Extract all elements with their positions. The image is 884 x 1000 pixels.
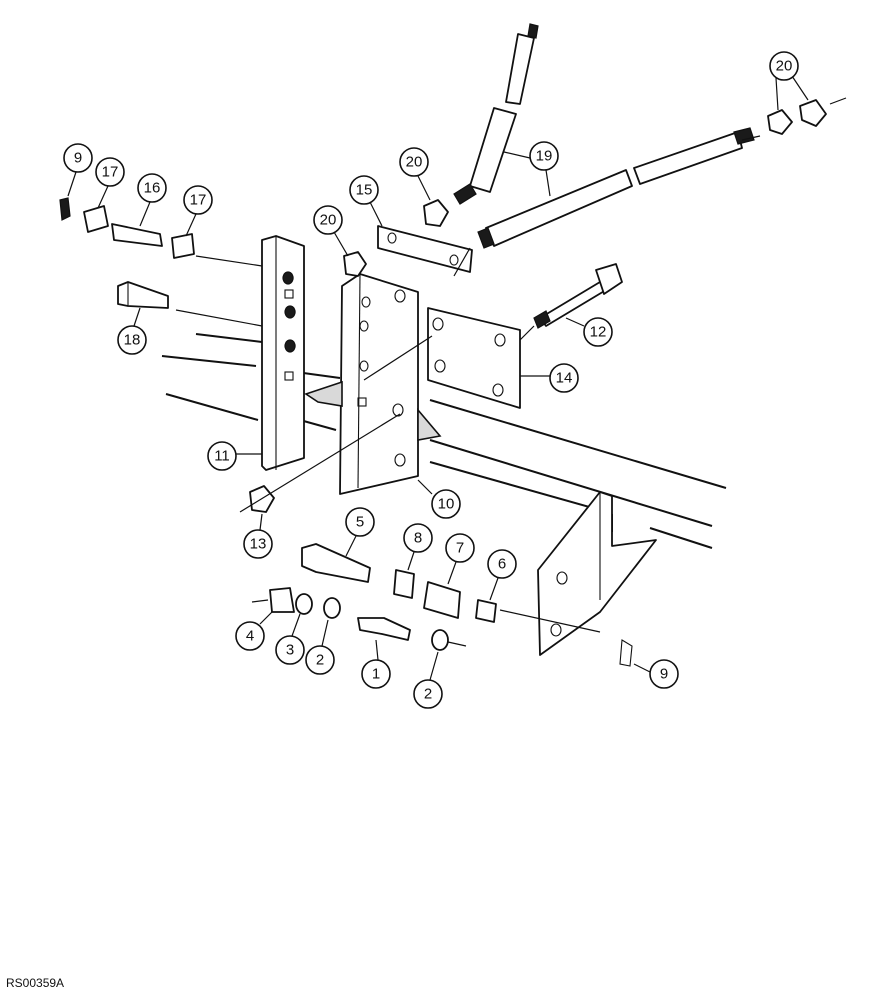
svg-text:19: 19 <box>536 148 553 165</box>
part-16-17-pin-assembly <box>59 197 195 259</box>
part-8-bushing <box>393 569 415 599</box>
callout-15: 15 <box>349 175 383 227</box>
svg-text:4: 4 <box>246 628 254 645</box>
lower-assembly <box>269 543 497 651</box>
part-19-turnbuckle <box>453 23 755 249</box>
callout-10: 10 <box>417 479 461 519</box>
callout-19: 19 <box>503 141 559 197</box>
svg-text:2: 2 <box>424 686 432 703</box>
svg-text:10: 10 <box>438 496 455 513</box>
svg-text:1: 1 <box>372 666 380 683</box>
frame-beam <box>161 333 727 656</box>
clip-pins <box>619 639 633 667</box>
callout-14: 14 <box>520 363 579 393</box>
callout-6: 6 <box>487 549 517 601</box>
svg-text:17: 17 <box>102 164 119 181</box>
svg-text:13: 13 <box>250 536 267 553</box>
part-6-bushing <box>475 599 497 623</box>
part-20-nut-b <box>343 251 367 277</box>
part-7-bushing <box>423 581 461 619</box>
svg-text:6: 6 <box>498 556 506 573</box>
svg-text:8: 8 <box>414 530 422 547</box>
svg-text:20: 20 <box>320 212 337 229</box>
svg-text:12: 12 <box>590 324 607 341</box>
callout-9a: 9 <box>63 143 93 197</box>
callout-18: 18 <box>117 307 147 355</box>
callout-8: 8 <box>403 523 433 571</box>
callout-2a: 2 <box>305 619 335 675</box>
callout-2b: 2 <box>413 651 443 709</box>
svg-text:2: 2 <box>316 652 324 669</box>
svg-text:14: 14 <box>556 370 573 387</box>
svg-text:9: 9 <box>74 150 82 167</box>
callout-1: 1 <box>361 639 391 689</box>
part-2-washer-a <box>323 597 341 619</box>
callout-12: 12 <box>565 317 613 347</box>
svg-text:16: 16 <box>144 180 161 197</box>
svg-text:5: 5 <box>356 514 364 531</box>
svg-text:18: 18 <box>124 332 141 349</box>
svg-text:20: 20 <box>776 58 793 75</box>
part-3-washer <box>295 593 313 615</box>
part-20-nut-d <box>799 99 827 127</box>
svg-text:9: 9 <box>660 666 668 683</box>
part-14-plate <box>427 307 521 409</box>
svg-text:7: 7 <box>456 540 464 557</box>
part-5-pin <box>301 543 371 583</box>
callout-20c: 20 <box>769 51 809 111</box>
part-11-bracket <box>261 235 305 471</box>
figure-id: RS00359A <box>6 976 65 990</box>
part-20-nut-c <box>767 109 793 135</box>
callout-17a: 17 <box>95 157 125 209</box>
callout-11: 11 <box>207 441 262 471</box>
part-1-shaft <box>357 617 411 641</box>
callout-9b: 9 <box>633 659 679 689</box>
part-10-bracket <box>304 273 442 495</box>
svg-text:11: 11 <box>214 448 230 465</box>
part-4-nut <box>269 587 295 613</box>
callout-20a: 20 <box>399 147 431 201</box>
svg-text:17: 17 <box>190 192 207 209</box>
callout-20b: 20 <box>313 205 349 257</box>
callout-5: 5 <box>345 507 375 557</box>
callout-7: 7 <box>445 533 475 585</box>
callout-17b: 17 <box>183 185 213 237</box>
leader-lines <box>175 97 847 647</box>
part-18-pin <box>117 281 169 309</box>
part-2-washer-b <box>431 629 449 651</box>
callout-13: 13 <box>243 513 273 559</box>
callout-4: 4 <box>235 611 273 651</box>
callout-16: 16 <box>137 173 167 227</box>
svg-text:15: 15 <box>356 182 373 199</box>
part-20-nut-a <box>423 199 449 227</box>
svg-text:3: 3 <box>286 642 294 659</box>
callouts: 1 2 2 3 4 5 6 <box>63 51 809 709</box>
svg-text:20: 20 <box>406 154 423 171</box>
part-12-bolt <box>533 263 623 329</box>
part-15-plate <box>377 225 473 273</box>
callout-3: 3 <box>275 613 305 665</box>
